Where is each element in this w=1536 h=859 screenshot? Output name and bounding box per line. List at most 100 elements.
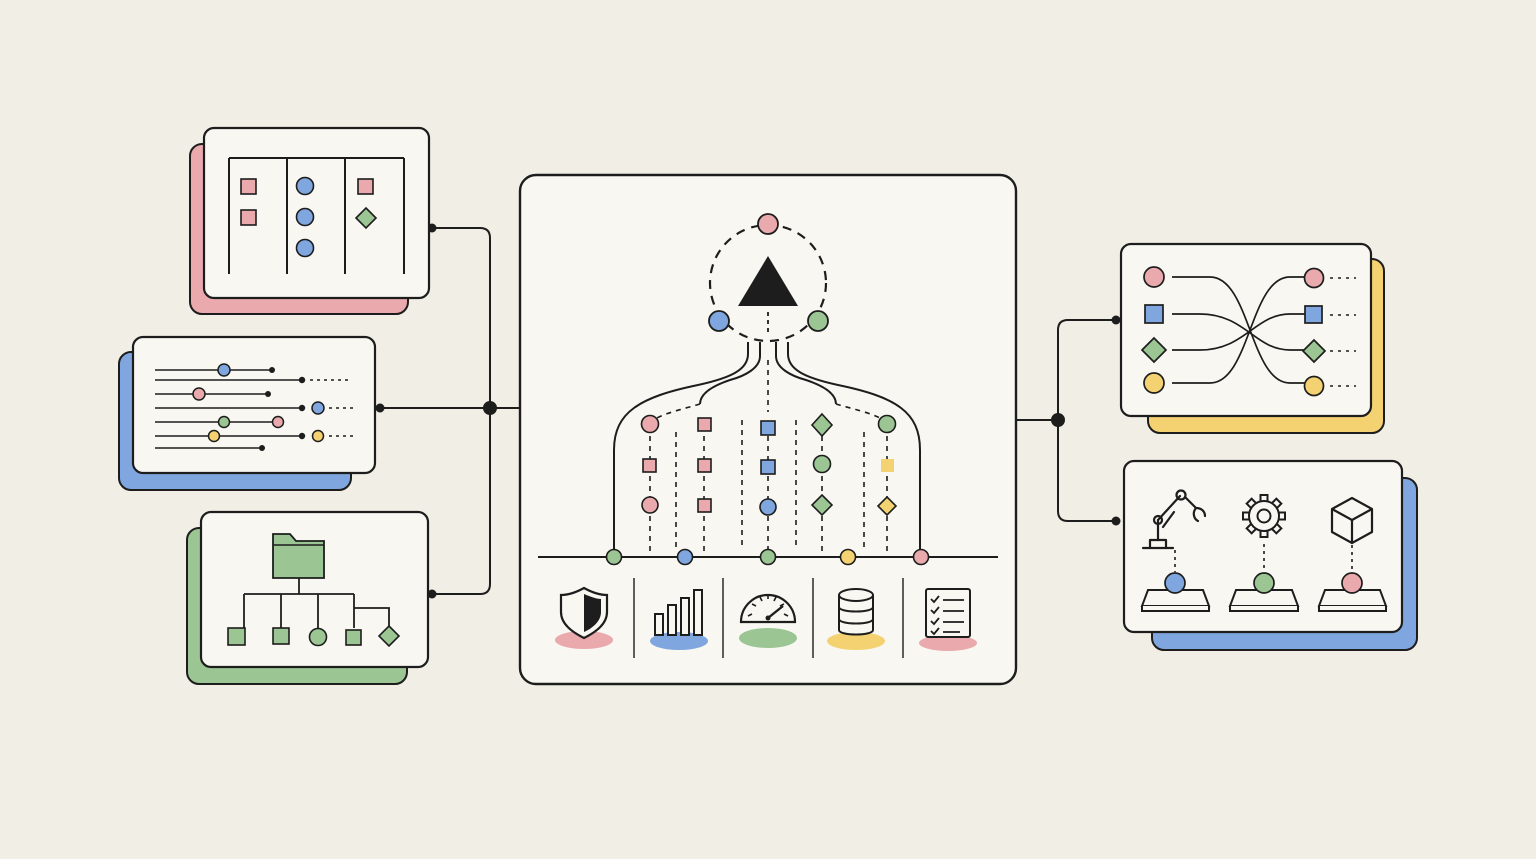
junction-dot-left	[483, 401, 497, 415]
circle-yellow-icon	[1303, 375, 1325, 397]
kanban-columns	[228, 157, 405, 274]
icon-dividers	[633, 578, 904, 658]
triangle-icon	[738, 256, 798, 306]
square-red-icon	[642, 458, 657, 473]
shadow-red	[555, 631, 613, 649]
diamond-green-icon	[354, 206, 378, 230]
folder-icon	[272, 533, 325, 579]
circle-red-icon	[757, 213, 779, 235]
circle-green-icon	[877, 414, 897, 434]
circle-green-icon	[217, 415, 231, 429]
cube-icon	[1330, 496, 1374, 545]
routing-card[interactable]	[1119, 242, 1385, 434]
routing-outputs	[1301, 267, 1327, 397]
circle-yellow-icon	[207, 429, 221, 443]
square-red-icon	[240, 178, 257, 195]
robot-arm-icon	[1141, 489, 1207, 550]
junction-dot-right	[1051, 413, 1065, 427]
circle-yellow-icon	[839, 548, 857, 566]
timeline-trails	[310, 379, 356, 437]
circle-red-icon	[912, 548, 930, 566]
connector-dots	[375, 223, 1121, 599]
square-red-icon	[697, 498, 712, 513]
gauge-icon[interactable]	[739, 593, 797, 648]
circle-red-icon	[641, 496, 659, 514]
lane-tokens	[640, 412, 898, 517]
timeline-markers	[192, 363, 325, 443]
circle-green-icon	[308, 627, 328, 647]
circle-blue-icon	[295, 238, 315, 258]
timeline-lines	[155, 369, 302, 449]
circle-blue-icon	[217, 363, 231, 377]
circle-blue-icon	[708, 310, 730, 332]
connector-automation	[1057, 420, 1116, 522]
port-dot	[375, 403, 385, 413]
shadow-red	[919, 635, 977, 651]
circle-blue-icon	[295, 207, 315, 227]
square-red-icon	[697, 458, 712, 473]
circle-green-icon	[605, 548, 623, 566]
tree-lines	[243, 578, 390, 628]
orchestrator-panel[interactable]	[518, 173, 1018, 686]
square-green-icon	[345, 629, 362, 646]
square-blue-icon	[1144, 304, 1164, 324]
card-body	[202, 126, 431, 300]
shield-icon[interactable]	[555, 586, 613, 649]
square-yellow-icon	[881, 459, 894, 472]
square-blue-icon	[1304, 305, 1323, 324]
connectors	[380, 227, 1116, 595]
database-icon[interactable]	[827, 588, 885, 650]
connector-routing	[1057, 319, 1116, 420]
diamond-yellow-icon	[876, 495, 898, 517]
automation-platforms	[1140, 589, 1388, 612]
circle-blue-icon	[1164, 572, 1186, 594]
automation-tokens	[1164, 572, 1363, 594]
square-red-icon	[697, 417, 712, 432]
gear-icon	[1242, 494, 1286, 538]
square-green-icon	[227, 627, 246, 646]
card-body	[131, 335, 377, 475]
kanban-board-card[interactable]	[189, 126, 431, 315]
circle-red-icon	[1303, 267, 1325, 289]
connector-kanban	[432, 227, 491, 408]
routing-inputs	[1140, 266, 1168, 394]
circle-red-icon	[1143, 266, 1165, 288]
circle-green-icon	[812, 454, 832, 474]
circle-red-icon	[640, 414, 660, 434]
shadow-yellow	[827, 632, 885, 650]
diamond-green-icon	[377, 624, 401, 648]
square-red-icon	[357, 178, 374, 195]
shadow-blue	[650, 632, 708, 650]
port-dot	[427, 589, 437, 599]
circle-red-icon	[192, 387, 206, 401]
checklist-icon[interactable]	[919, 588, 977, 651]
diamond-green-icon	[810, 412, 834, 438]
automation-card[interactable]	[1122, 459, 1418, 651]
kanban-items	[240, 176, 378, 258]
circle-blue-icon	[676, 548, 694, 566]
diamond-green-icon	[1301, 338, 1327, 364]
routing-curves	[1172, 276, 1305, 384]
circle-yellow-icon	[1143, 372, 1165, 394]
circle-red-icon	[271, 415, 285, 429]
folder-tree-card[interactable]	[186, 510, 430, 685]
baseline-nodes	[605, 548, 930, 566]
torso-outline	[613, 342, 921, 556]
circle-blue-icon	[311, 401, 325, 415]
circle-blue-icon	[759, 498, 777, 516]
bar-chart-icon[interactable]	[650, 589, 708, 650]
circle-green-icon	[759, 548, 777, 566]
diamond-green-icon	[810, 493, 834, 517]
square-red-icon	[240, 209, 257, 226]
port-dot	[1111, 315, 1121, 325]
circle-blue-icon	[295, 176, 315, 196]
square-green-icon	[272, 627, 290, 645]
shadow-green	[739, 628, 797, 648]
automation-stems	[1174, 544, 1353, 572]
card-body	[199, 510, 430, 669]
orbit-nodes	[708, 213, 829, 332]
timeline-card[interactable]	[118, 335, 377, 491]
circle-red-icon	[1341, 572, 1363, 594]
tree-leaves	[227, 624, 401, 648]
